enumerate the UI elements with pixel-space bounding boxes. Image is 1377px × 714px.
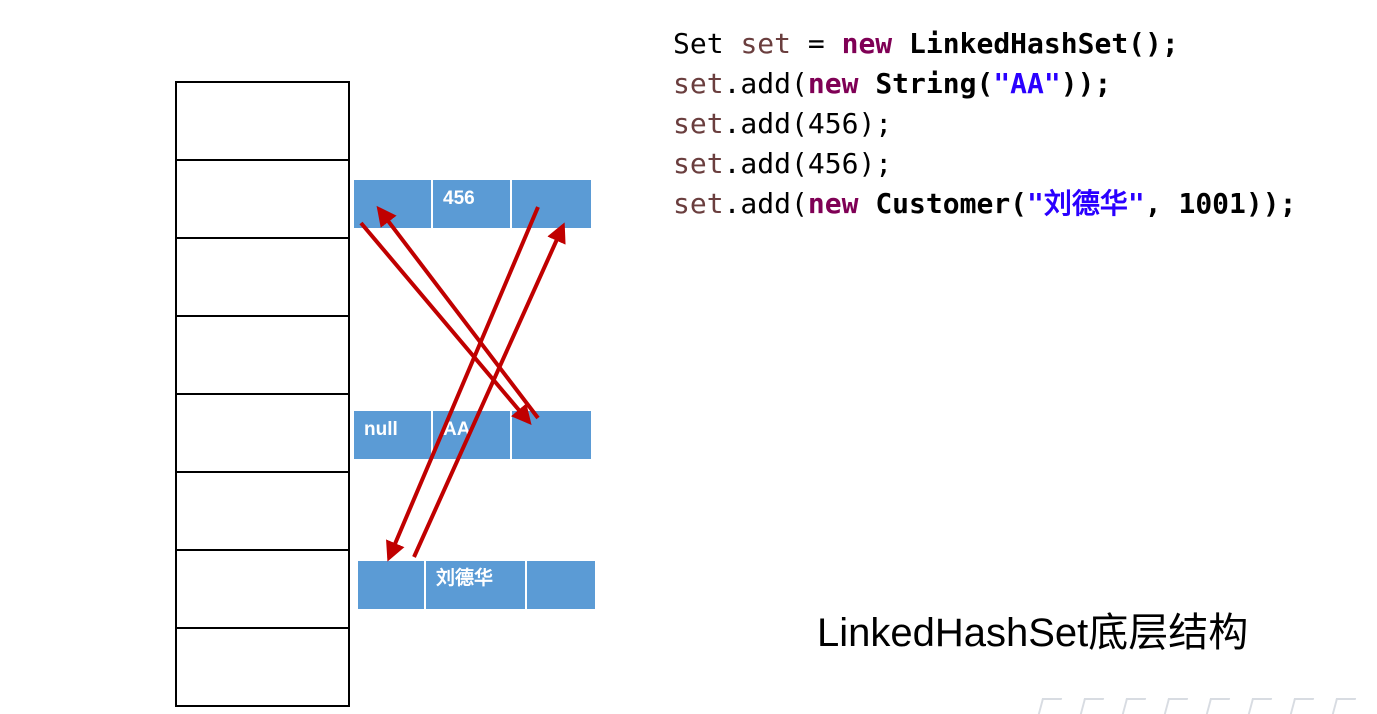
hash-table-array <box>175 81 350 707</box>
node-value: 刘德华 <box>426 561 527 609</box>
code-line: Set set = new LinkedHashSet(); <box>673 24 1296 64</box>
after-arrow-456-to-aa <box>359 221 532 426</box>
table-slot <box>177 161 348 239</box>
table-slot <box>177 551 348 629</box>
table-slot <box>177 317 348 395</box>
code-token: set <box>673 147 724 180</box>
node-after-pointer <box>527 561 595 609</box>
node-before-pointer <box>358 561 426 609</box>
table-slot <box>177 239 348 317</box>
code-token: LinkedHashSet(); <box>909 27 1179 60</box>
code-line: set.add(new String("AA")); <box>673 64 1296 104</box>
after-arrow-aa-to-liu <box>386 206 540 562</box>
node-before-pointer: null <box>354 411 433 459</box>
node-liu: 刘德华 <box>358 561 595 609</box>
code-token: Set <box>673 27 741 60</box>
code-token <box>892 27 909 60</box>
before-arrow-liu-to-aa <box>412 222 566 558</box>
code-token <box>858 67 875 100</box>
code-token: "AA" <box>993 67 1061 100</box>
code-token: Customer( <box>875 187 1028 220</box>
code-token: , <box>1144 187 1179 220</box>
table-slot <box>177 395 348 473</box>
code-token: set <box>673 107 724 140</box>
code-token: new <box>807 187 859 220</box>
code-token <box>858 187 875 220</box>
code-token: .add( <box>723 67 808 100</box>
code-token: )); <box>1245 187 1297 220</box>
code-token: "刘德华" <box>1027 187 1145 220</box>
table-slot <box>177 83 348 161</box>
code-line: set.add(456); <box>673 104 1296 144</box>
diagram-caption: LinkedHashSet底层结构 <box>817 611 1249 655</box>
code-token: = <box>791 27 842 60</box>
code-line: set.add(456); <box>673 144 1296 184</box>
code-token: new <box>807 67 859 100</box>
table-slot <box>177 473 348 551</box>
code-token: 1001 <box>1178 187 1246 220</box>
watermark <box>1037 696 1360 714</box>
code-token: set <box>673 67 724 100</box>
code-token: .add( <box>723 187 808 220</box>
code-token: new <box>841 27 893 60</box>
node-after-pointer <box>512 180 591 228</box>
code-token: )); <box>1060 67 1112 100</box>
before-arrow-aa-to-456 <box>376 205 540 420</box>
code-token: String( <box>875 67 994 100</box>
code-token: .add(456); <box>723 147 893 180</box>
code-token: set <box>740 27 792 60</box>
code-token: set <box>673 187 724 220</box>
code-snippet: Set set = new LinkedHashSet();set.add(ne… <box>673 24 1296 224</box>
code-token: .add(456); <box>723 107 893 140</box>
code-line: set.add(new Customer("刘德华", 1001)); <box>673 184 1296 224</box>
node-value: 456 <box>433 180 512 228</box>
